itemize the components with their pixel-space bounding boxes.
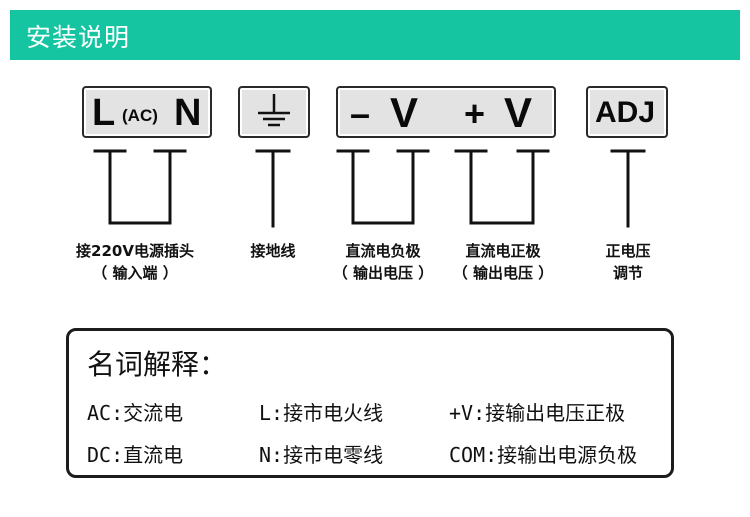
label-vneg-line1: 直流电负极: [345, 242, 421, 260]
label-ground-line1: 接地线: [250, 242, 296, 260]
terminal-vpos-sign: +: [464, 93, 486, 134]
label-vpos: 直流电正极 （ 输出电压 ）: [438, 240, 568, 284]
terminal-ground: [238, 86, 310, 138]
wire-vpos-loop: [454, 149, 550, 225]
wire-vneg-loop: [336, 149, 430, 225]
terminal-v-output: – V + V: [336, 86, 556, 138]
wire-ln-loop: [93, 149, 187, 225]
terminal-l-ac-n: L (AC) N: [82, 86, 212, 138]
glossary-item-dc: DC:直流电: [87, 443, 184, 467]
glossary-item-com: COM:接输出电源负极: [449, 443, 638, 467]
label-vpos-line2: （ 输出电压 ）: [452, 264, 554, 282]
terminal-adj-label: ADJ: [595, 96, 656, 129]
wiring-diagram: [93, 149, 646, 228]
label-ln-line1: 接220V电源插头: [76, 242, 194, 260]
label-adj-line1: 正电压: [605, 242, 651, 260]
glossary-item-vpos: +V:接输出电压正极: [449, 401, 626, 425]
label-adj: 正电压 调节: [588, 240, 668, 284]
label-ln: 接220V电源插头 （ 输入端 ）: [60, 240, 210, 284]
wire-adj: [610, 149, 646, 228]
terminal-l-label: L: [92, 92, 116, 134]
wire-ground: [255, 149, 291, 228]
glossary-title: 名词解释：: [87, 348, 228, 381]
page-title: 安装说明: [26, 23, 131, 52]
label-vneg-line2: （ 输出电压 ）: [332, 264, 434, 282]
terminal-vpos-label: V: [504, 89, 533, 136]
label-vneg: 直流电负极 （ 输出电压 ）: [318, 240, 448, 284]
label-vpos-line1: 直流电正极: [465, 242, 541, 260]
ground-icon: [258, 94, 290, 127]
label-ground: 接地线: [228, 240, 318, 262]
terminal-vneg-sign: –: [350, 93, 371, 134]
label-adj-line2: 调节: [612, 264, 643, 282]
terminal-n-label: N: [174, 92, 202, 134]
terminal-ac-label: (AC): [122, 106, 158, 125]
glossary-item-ac: AC:交流电: [87, 401, 184, 425]
glossary-box: 名词解释： AC:交流电 L:接市电火线 +V:接输出电压正极 DC:直流电 N…: [66, 328, 674, 478]
terminal-adj: ADJ: [586, 86, 668, 138]
glossary-item-l: L:接市电火线: [259, 401, 384, 425]
glossary-item-n: N:接市电零线: [259, 443, 384, 467]
terminal-vneg-label: V: [390, 89, 419, 136]
header-bar: 安装说明: [10, 10, 740, 60]
label-ln-line2: （ 输入端 ）: [92, 264, 178, 282]
